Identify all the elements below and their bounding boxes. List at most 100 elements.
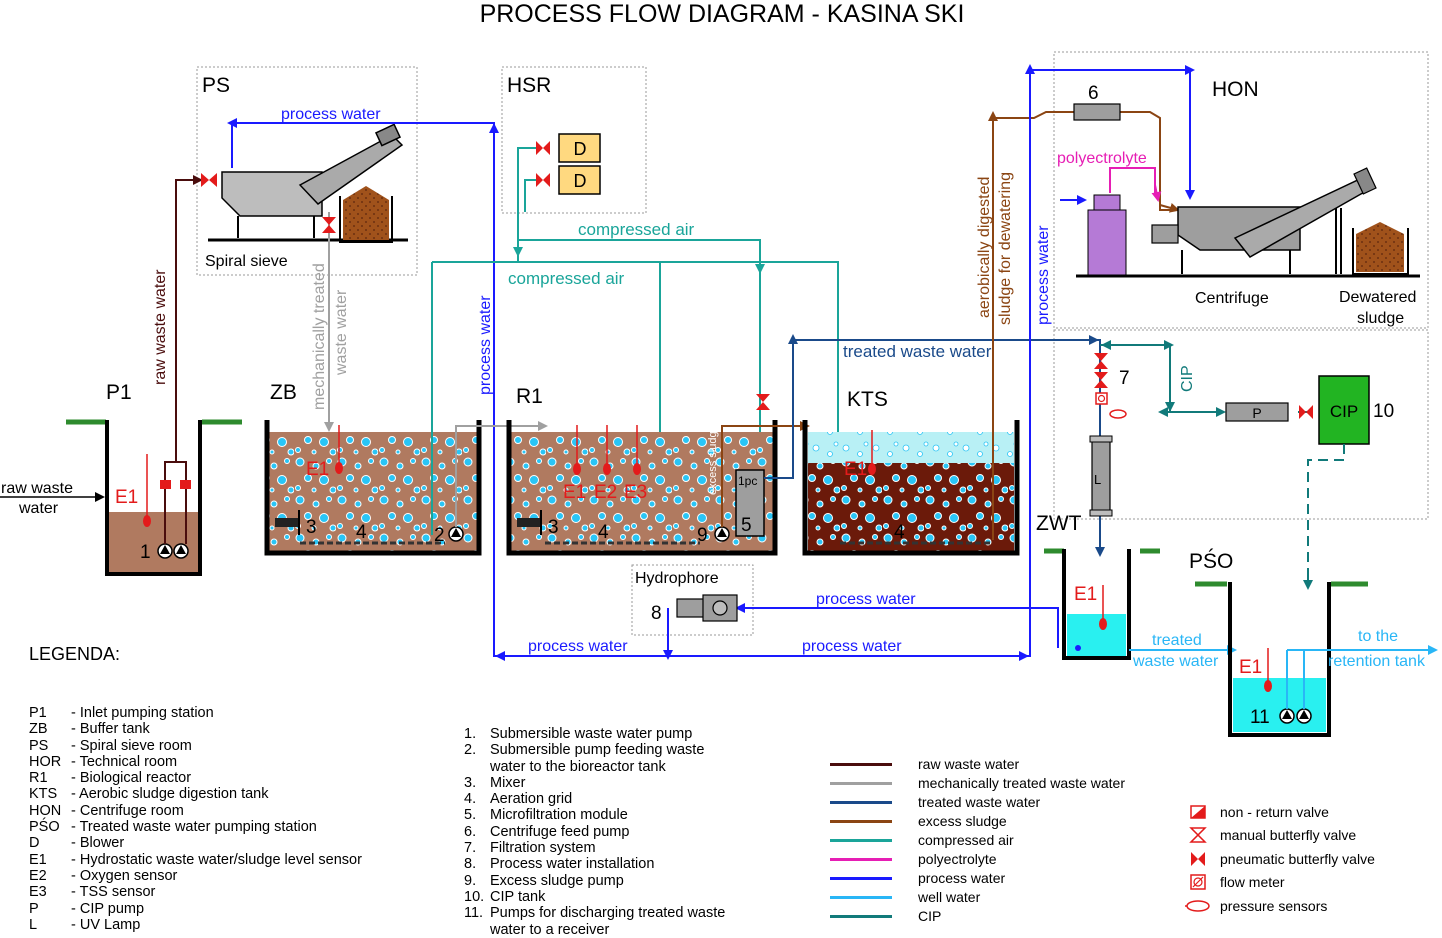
legend-line-swatch bbox=[830, 820, 892, 823]
legend-abbr-row: L- UV Lamp bbox=[29, 917, 362, 933]
pipe-polyelectrolyte bbox=[1109, 167, 1156, 195]
sensor-e1-p1-bulb bbox=[143, 515, 151, 527]
legend-line-row: CIP bbox=[830, 907, 1125, 926]
num-11: 11 bbox=[1250, 707, 1270, 728]
flow-label-treated-waste-water: treated waste water bbox=[843, 342, 992, 361]
sensor-label-e1-zb: E1 bbox=[306, 459, 329, 480]
pipe-digested-sludge bbox=[992, 111, 1175, 540]
area-label-kts: KTS bbox=[847, 388, 888, 411]
legend-equipment-row: water to a receiver bbox=[464, 922, 725, 938]
pipe-polyelectrolyte-head bbox=[1151, 184, 1162, 202]
dewatered-sludge-container bbox=[1352, 222, 1409, 275]
legend-equipment-num: 3. bbox=[464, 774, 477, 791]
legend-equipment-row: 9.Excess sludge pump bbox=[464, 873, 725, 889]
legend-line-swatch bbox=[830, 896, 892, 899]
sensor-e1-zwt-bulb bbox=[1099, 618, 1107, 630]
diagram-title: PROCESS FLOW DIAGRAM - KASINA SKI bbox=[480, 0, 965, 28]
flow-meter-icon bbox=[1176, 874, 1220, 890]
label-dewatered-2: sludge bbox=[1357, 310, 1404, 327]
microfiltration-module bbox=[735, 469, 765, 537]
area-label-hon: HON bbox=[1212, 78, 1259, 101]
legend-abbr-row: HON - Centrifuge room bbox=[29, 803, 362, 819]
label-uv: L bbox=[1094, 472, 1101, 487]
num-7: 7 bbox=[1119, 368, 1130, 389]
legend-abbr-desc: - Oxygen sensor bbox=[71, 867, 178, 884]
legend-abbr-code: E3 bbox=[29, 884, 47, 901]
legend-equipment-text: Microfiltration module bbox=[490, 807, 628, 824]
num-6: 6 bbox=[1088, 83, 1099, 104]
legend-abbr-row: PS- Spiral sieve room bbox=[29, 738, 362, 754]
legend-equipment-text: Submersible pump feeding waste bbox=[490, 742, 705, 759]
legend-abbr-row: KTS- Aerobic sludge digestion tank bbox=[29, 786, 362, 802]
legend-abbr-row: E2- Oxygen sensor bbox=[29, 868, 362, 884]
manual-valve-ps bbox=[322, 217, 336, 233]
non-return-valve-p1-b bbox=[180, 480, 191, 489]
pipe-mech-to-r1 bbox=[455, 425, 505, 527]
legend-abbr-code: KTS bbox=[29, 786, 58, 803]
legend-line-row: mechanically treated waste water bbox=[830, 774, 1125, 793]
legend-line-row: excess sludge bbox=[830, 812, 1125, 831]
legend-abbr-code: HON bbox=[29, 802, 62, 819]
flow-label-retention-2: retention tank bbox=[1328, 653, 1426, 670]
legend-abbr-code: L bbox=[29, 916, 38, 933]
legend-symbol-row: pneumatic butterfly valve bbox=[1176, 847, 1375, 871]
legend-line-label: raw waste water bbox=[918, 756, 1020, 773]
legend-line-swatch bbox=[830, 839, 892, 842]
sensor-label-e1-p1: E1 bbox=[115, 487, 138, 508]
label-1pc: 1pc bbox=[738, 474, 757, 488]
legend-equipment-row: 2.Submersible pump feeding waste bbox=[464, 742, 725, 758]
flow-meter-7 bbox=[1095, 392, 1108, 405]
flow-label-aerobic-2: sludge for dewatering bbox=[997, 172, 1014, 325]
legend-equipment-row: 8.Process water installation bbox=[464, 856, 725, 872]
num-4-zb: 4 bbox=[356, 522, 367, 543]
area-label-r1: R1 bbox=[516, 385, 543, 408]
pressure-sensor-7 bbox=[1109, 409, 1127, 419]
legend-equipment-text: Process water installation bbox=[490, 856, 655, 873]
manual-butterfly-valve-icon bbox=[1176, 826, 1220, 844]
num-3-zb: 3 bbox=[306, 517, 317, 538]
area-label-zb: ZB bbox=[270, 381, 297, 404]
label-spiral-sieve: Spiral sieve bbox=[205, 253, 288, 270]
legend-abbr-row: HOR- Technical room bbox=[29, 754, 362, 770]
svg-text:P: P bbox=[1252, 405, 1261, 421]
flow-label-treated-out-1: treated bbox=[1152, 632, 1202, 649]
pressure-sensor-icon bbox=[1176, 899, 1220, 913]
sensor-e1-pso-bulb bbox=[1264, 680, 1272, 692]
flow-label-cip: CIP bbox=[1179, 365, 1196, 392]
legend-abbr-desc: - Centrifuge room bbox=[71, 802, 184, 819]
sensor-label-e1-kts: E1 bbox=[844, 459, 867, 480]
legend-abbr-desc: - Spiral sieve room bbox=[71, 737, 192, 754]
legend-line-row: well water bbox=[830, 888, 1125, 907]
legend-abbr-row: E3- TSS sensor bbox=[29, 884, 362, 900]
legend-abbr-desc: - CIP pump bbox=[71, 900, 145, 917]
tank-pso bbox=[1228, 582, 1331, 737]
legend-equipment-num: 9. bbox=[464, 872, 477, 889]
legend-symbol-row: pressure sensors bbox=[1176, 894, 1375, 918]
centrifuge bbox=[1076, 167, 1420, 278]
flow-label-polyelectrolyte: polyectrolyte bbox=[1057, 150, 1147, 167]
sensor-e1-kts-bulb bbox=[868, 463, 876, 475]
legend-equipment-text: Aeration grid bbox=[490, 791, 573, 808]
pneumatic-valve-7 bbox=[1094, 353, 1108, 388]
svg-text:D: D bbox=[574, 171, 587, 191]
legend-abbr-desc: - Technical room bbox=[71, 753, 178, 770]
legend-symbol-label: pressure sensors bbox=[1220, 897, 1328, 914]
legend-abbr-row: ZB- Buffer tank bbox=[29, 721, 362, 737]
legend-line-label: treated waste water bbox=[918, 794, 1041, 811]
sensors-r1 bbox=[576, 425, 638, 466]
tank-zb bbox=[264, 420, 482, 556]
mixer-zb bbox=[275, 510, 300, 535]
ground-lines bbox=[66, 419, 1368, 587]
mixer-r1 bbox=[517, 510, 542, 535]
legend-symbol-label: pneumatic butterfly valve bbox=[1220, 850, 1375, 867]
tank-r1 bbox=[506, 420, 778, 556]
legend-abbr-code: R1 bbox=[29, 770, 48, 787]
legend-abbr-code: ZB bbox=[29, 721, 48, 738]
flow-label-process-water-hydro: process water bbox=[816, 591, 916, 608]
pump-9 bbox=[714, 526, 730, 542]
flow-label-process-water-v1: process water bbox=[477, 295, 494, 395]
legend-abbr-row: E1- Hydrostatic waste water/sludge level… bbox=[29, 852, 362, 868]
